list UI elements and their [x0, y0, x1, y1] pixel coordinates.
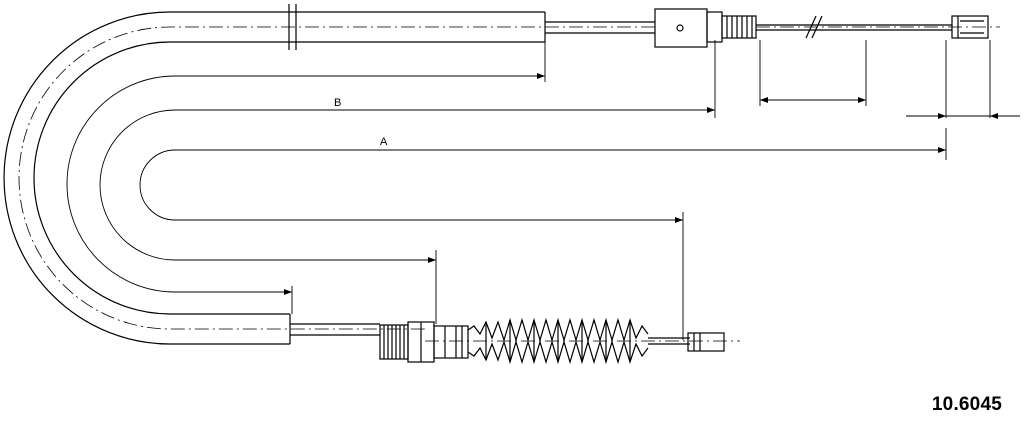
wire-break-mark [805, 15, 823, 39]
top-ferrule-hole [676, 24, 684, 32]
dimension-lines [66, 40, 1020, 340]
sheath-outer-edge [3, 11, 545, 345]
dim-a-label: A [380, 136, 388, 148]
dim-sheath-line [66, 75, 545, 293]
top-end-nipple [951, 15, 989, 39]
part-number-label: 10.6045 [931, 394, 1002, 415]
sheath-break-mark [288, 4, 297, 50]
bottom-end-nipple [687, 332, 725, 352]
sheath-inner-edge [33, 41, 545, 315]
dimension-arrowheads [284, 73, 998, 295]
top-collar [706, 11, 723, 43]
bottom-bellows [467, 317, 649, 365]
sheath-centerline [18, 26, 655, 330]
top-spring [721, 15, 757, 39]
dim-b-line [99, 109, 715, 261]
top-ferrule [654, 8, 708, 48]
dim-b-label: B [334, 97, 341, 109]
bottom-collar [433, 325, 469, 359]
dim-a-line [139, 149, 946, 221]
bottom-ferrule [379, 324, 409, 360]
